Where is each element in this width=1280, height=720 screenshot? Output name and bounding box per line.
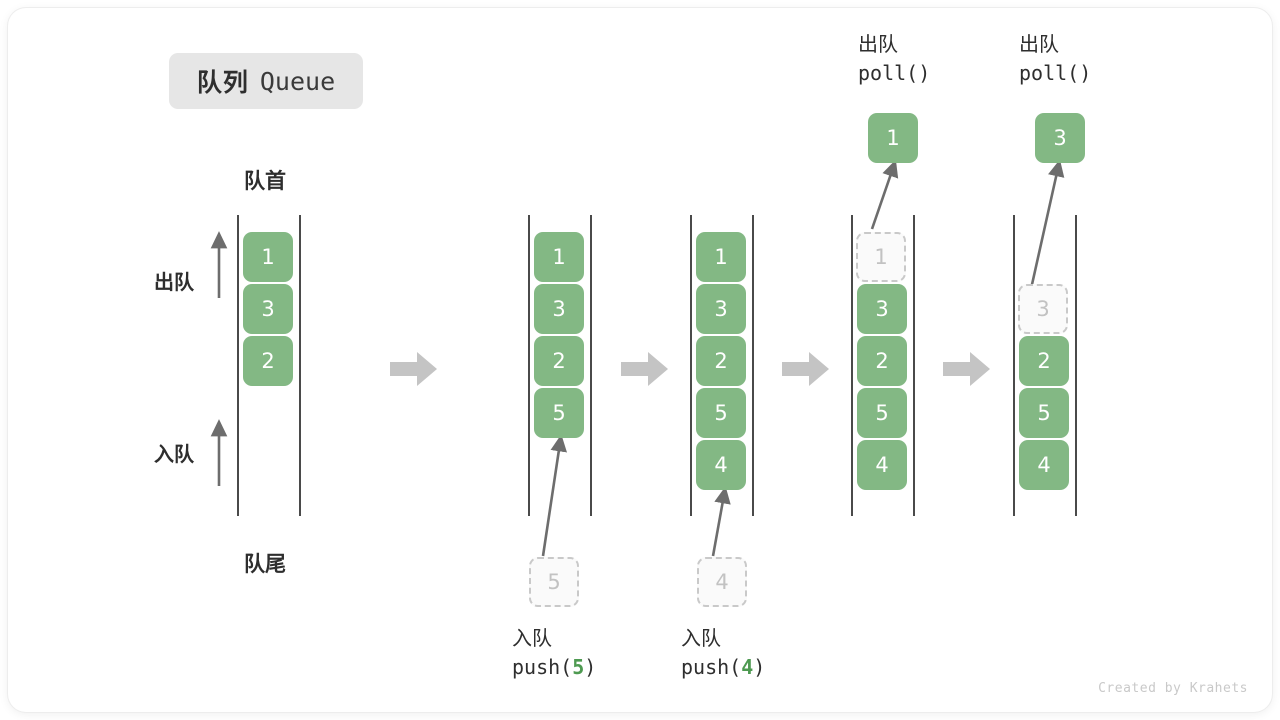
stage-1-rail-right <box>299 215 301 516</box>
stage-3-fn-close: ) <box>753 655 766 679</box>
stage-3-fn: push( <box>681 655 742 679</box>
stage-4-cell-0-ghost: 1 <box>856 232 906 282</box>
stage-2-cell-3: 5 <box>534 388 584 438</box>
stage-5-cell-2: 2 <box>1019 336 1069 386</box>
stage-3-caption-code: push(4) <box>681 653 765 682</box>
stage-3-cell-1: 3 <box>696 284 746 334</box>
stage-2-rail-left <box>528 215 530 516</box>
stage-3-cell-2: 2 <box>696 336 746 386</box>
stage-2-rail-right <box>590 215 592 516</box>
queue-rear-label: 队尾 <box>244 552 286 576</box>
stage-5-cell-1-ghost: 3 <box>1018 284 1068 334</box>
stage-3-rail-left <box>690 215 692 516</box>
push-5-arrow-icon <box>541 434 567 557</box>
stage-2-fn: push( <box>512 655 573 679</box>
dequeue-direction-label: 出队 <box>154 270 194 294</box>
stage-5-caption-cn: 出队 <box>1019 32 1059 56</box>
credit-text: Created by Krahets <box>1098 681 1248 696</box>
stage-2-cell-2: 2 <box>534 336 584 386</box>
stage-2-caption: 入队 push(5) <box>512 624 596 682</box>
stage-5-cell-3: 5 <box>1019 388 1069 438</box>
stage-3-incoming-cell: 4 <box>697 557 747 607</box>
step-arrow-2 <box>621 349 669 389</box>
push-4-arrow-icon <box>711 486 731 557</box>
stage-2-caption-code: push(5) <box>512 653 596 682</box>
stage-2-cell-1: 3 <box>534 284 584 334</box>
stage-4-outgoing-cell: 1 <box>868 113 918 163</box>
stage-3-rail-right <box>752 215 754 516</box>
stage-5-fn-close: ) <box>1079 61 1092 85</box>
stage-4-caption-code: poll() <box>858 59 930 88</box>
stage-3-caption-cn: 入队 <box>681 626 721 650</box>
stage-5-rail-left <box>1013 215 1015 516</box>
stage-3-arg: 4 <box>741 655 754 679</box>
stage-5-outgoing-cell: 3 <box>1035 113 1085 163</box>
stage-1-cell-1: 3 <box>243 284 293 334</box>
step-arrow-4 <box>943 349 991 389</box>
stage-1-cell-0: 1 <box>243 232 293 282</box>
stage-2-caption-cn: 入队 <box>512 626 552 650</box>
stage-4-cell-4: 4 <box>857 440 907 490</box>
stage-1-rail-left <box>237 215 239 516</box>
step-arrow-1 <box>390 349 438 389</box>
stage-5-rail-right <box>1075 215 1077 516</box>
stage-3-cell-4: 4 <box>696 440 746 490</box>
stage-4-rail-right <box>913 215 915 516</box>
title-badge: 队列 Queue <box>169 53 363 109</box>
stage-4-cell-2: 2 <box>857 336 907 386</box>
enqueue-direction-label: 入队 <box>154 442 194 466</box>
stage-4-caption-cn: 出队 <box>858 32 898 56</box>
poll-3-arrow-icon <box>1029 159 1065 290</box>
stage-5-fn: poll( <box>1019 61 1080 85</box>
stage-4-cell-3: 5 <box>857 388 907 438</box>
queue-front-label: 队首 <box>244 169 286 193</box>
stage-2-fn-close: ) <box>584 655 597 679</box>
stage-4-cell-1: 3 <box>857 284 907 334</box>
stage-3-cell-0: 1 <box>696 232 746 282</box>
stage-3-cell-3: 5 <box>696 388 746 438</box>
stage-4-fn: poll( <box>858 61 919 85</box>
stage-2-cell-0: 1 <box>534 232 584 282</box>
stage-5-caption: 出队 poll() <box>1019 30 1091 88</box>
stage-4-rail-left <box>851 215 853 516</box>
stage-5-caption-code: poll() <box>1019 59 1091 88</box>
stage-2-arg: 5 <box>572 655 585 679</box>
title-en: Queue <box>259 66 336 96</box>
stage-4-caption: 出队 poll() <box>858 30 930 88</box>
stage-2-incoming-cell: 5 <box>529 557 579 607</box>
poll-1-arrow-icon <box>870 159 899 230</box>
stage-3-caption: 入队 push(4) <box>681 624 765 682</box>
stage-5-cell-4: 4 <box>1019 440 1069 490</box>
diagram-card: 队列 Queue 队首 队尾 出队 入队 <box>8 8 1272 712</box>
stage-1-cell-2: 2 <box>243 336 293 386</box>
title-cn: 队列 <box>196 68 249 97</box>
stage-4-fn-close: ) <box>918 61 931 85</box>
step-arrow-3 <box>782 349 830 389</box>
